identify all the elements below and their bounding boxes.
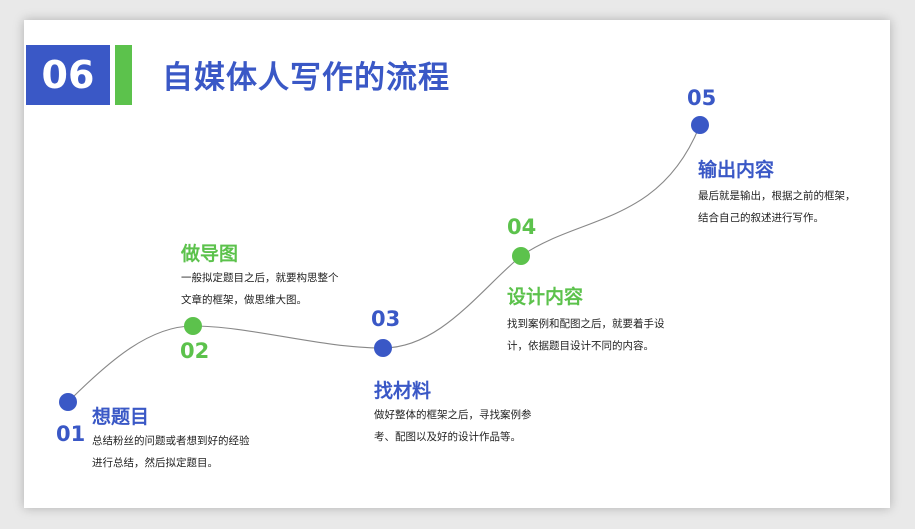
step-02-marker xyxy=(184,317,202,335)
section-number-badge: 06 xyxy=(26,45,110,105)
step-01-title: 想题目 xyxy=(92,406,150,428)
slide xyxy=(24,20,890,508)
step-02-number: 02 xyxy=(180,339,210,363)
step-05-marker xyxy=(691,116,709,134)
step-03-description: 做好整体的框架之后，寻找案例参 考、配图以及好的设计作品等。 xyxy=(374,409,532,443)
step-02-description: 一般拟定题目之后，就要构思整个 文章的框架，做思维大图。 xyxy=(181,272,339,306)
step-05-title: 输出内容 xyxy=(698,159,775,181)
step-03-marker xyxy=(374,339,392,357)
step-04-marker xyxy=(512,247,530,265)
page-title: 自媒体人写作的流程 xyxy=(162,60,450,96)
step-04-title: 设计内容 xyxy=(507,286,584,308)
step-01-description: 总结粉丝的问题或者想到好的经验 进行总结，然后拟定题目。 xyxy=(92,435,250,469)
step-03-number: 03 xyxy=(371,307,401,331)
step-05-description: 最后就是输出，根据之前的框架， 结合自己的叙述进行写作。 xyxy=(698,190,856,224)
step-03-title: 找材料 xyxy=(374,380,432,402)
accent-bar xyxy=(115,45,132,105)
step-01-number: 01 xyxy=(56,422,86,446)
step-04-description: 找到案例和配图之后，就要着手设 计，依据题目设计不同的内容。 xyxy=(507,318,665,352)
step-05-number: 05 xyxy=(687,86,717,110)
step-02-title: 做导图 xyxy=(181,243,239,265)
step-04-number: 04 xyxy=(507,215,537,239)
step-01-marker xyxy=(59,393,77,411)
